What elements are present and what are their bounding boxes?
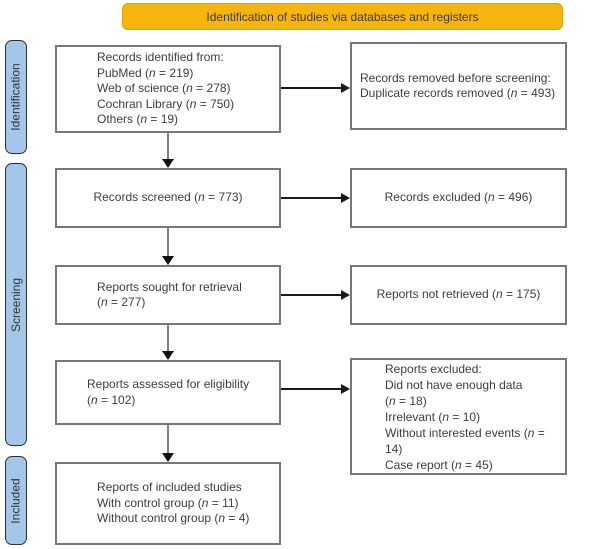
arrow-screened-to-excluded-stem [281, 197, 342, 199]
box-records-screened-text: Records screened (n = 773) [93, 190, 243, 205]
box-reports-excluded: Reports excluded:Did not have enough dat… [350, 358, 567, 475]
arrow-sought-to-not-retrieved-stem [281, 294, 342, 296]
banner-identification-of-studies: Identification of studies via databases … [122, 3, 563, 30]
banner-label: Identification of studies via databases … [206, 9, 479, 24]
box-records-identified-text: Records identified from:PubMed (n = 219)… [97, 50, 235, 127]
arrow-assessed-to-included-stem [167, 425, 169, 454]
box-records-removed: Records removed before screening:Duplica… [350, 42, 567, 130]
box-reports-excluded-text: Reports excluded:Did not have enough dat… [385, 361, 545, 472]
arrow-identified-to-screened-head [162, 159, 174, 168]
arrow-screened-to-excluded-head [341, 193, 350, 203]
box-records-screened: Records screened (n = 773) [55, 168, 281, 228]
box-reports-assessed-text: Reports assessed for eligibility(n = 102… [87, 377, 250, 407]
sidebar-phase-screening-label: Screening [9, 277, 24, 332]
arrow-assessed-to-included-head [162, 453, 174, 462]
sidebar-phase-included: Included [5, 456, 27, 545]
arrow-assessed-to-excluded-stem [281, 388, 342, 390]
box-records-excluded: Records excluded (n = 496) [350, 168, 567, 228]
arrow-identified-to-removed-stem [281, 87, 342, 89]
sidebar-phase-included-label: Included [9, 477, 23, 524]
box-reports-sought-text: Reports sought for retrieval(n = 277) [97, 279, 242, 310]
box-reports-not-retrieved-text: Reports not retrieved (n = 175) [376, 287, 541, 302]
arrow-sought-to-assessed-stem [167, 325, 169, 352]
arrow-identified-to-screened-stem [167, 133, 169, 161]
arrow-identified-to-removed-head [341, 83, 350, 93]
arrow-sought-to-assessed-head [162, 351, 174, 360]
arrow-sought-to-not-retrieved-head [341, 290, 350, 300]
sidebar-phase-screening: Screening [5, 163, 27, 446]
box-reports-sought: Reports sought for retrieval(n = 277) [55, 265, 281, 325]
box-records-removed-text: Records removed before screening:Duplica… [360, 70, 556, 101]
box-records-identified: Records identified from:PubMed (n = 219)… [55, 45, 281, 133]
arrow-screened-to-sought-stem [167, 228, 169, 257]
box-reports-not-retrieved: Reports not retrieved (n = 175) [350, 265, 567, 325]
box-records-excluded-text: Records excluded (n = 496) [384, 190, 533, 205]
arrow-screened-to-sought-head [162, 256, 174, 265]
arrow-assessed-to-excluded-head [341, 384, 350, 394]
box-reports-assessed: Reports assessed for eligibility(n = 102… [55, 360, 281, 425]
sidebar-phase-identification-label: Identification [9, 63, 24, 131]
sidebar-phase-identification: Identification [5, 40, 27, 154]
